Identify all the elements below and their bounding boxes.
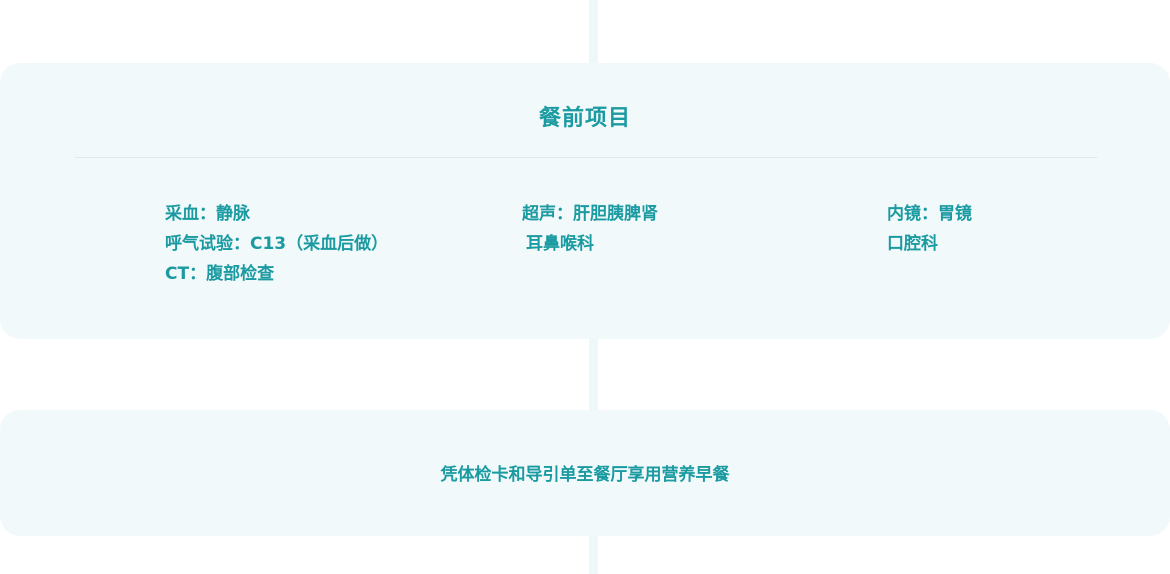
pre-meal-title: 餐前项目 [538, 106, 631, 131]
pre-meal-column-1: 采血：静脉 呼气试验：C13（采血后做） CT：腹部检查 [165, 199, 388, 289]
pre-meal-column-3: 内镜：胃镜 口腔科 [887, 199, 972, 259]
exam-item-dental: 口腔科 [887, 234, 938, 254]
exam-item-blood-draw: 采血：静脉 [165, 204, 250, 224]
pre-meal-card [0, 63, 1170, 339]
title-divider [75, 157, 1097, 158]
pre-meal-column-2: 超声：肝胆胰脾肾 耳鼻喉科 [522, 199, 658, 259]
exam-item-endoscopy: 内镜：胃镜 [887, 204, 972, 224]
exam-item-ct: CT：腹部检查 [165, 264, 275, 284]
exam-item-ent: 耳鼻喉科 [526, 234, 594, 254]
exam-item-ultrasound: 超声：肝胆胰脾肾 [522, 204, 658, 224]
breakfast-instruction: 凭体检卡和导引单至餐厅享用营养早餐 [440, 465, 730, 485]
exam-item-breath-test: 呼气试验：C13（采血后做） [165, 234, 389, 254]
breakfast-card [0, 410, 1170, 536]
